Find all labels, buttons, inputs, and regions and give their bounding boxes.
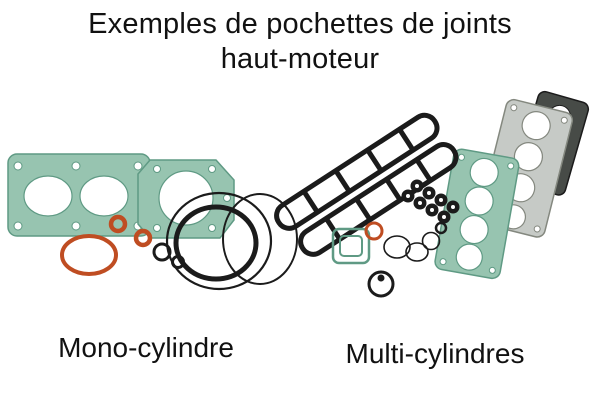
orange-o-rings (108, 214, 153, 248)
grommet-row (401, 179, 460, 224)
multi-cylinder-gasket-set (274, 90, 590, 298)
caption-multi-cylindres: Multi-cylindres (345, 338, 525, 369)
large-o-ring-stack (165, 191, 298, 291)
orange-exhaust-ring (60, 234, 118, 276)
base-gasket (7, 153, 151, 237)
figure-title: Exemples de pochettes de joints haut-mot… (0, 7, 600, 77)
teal-head-gasket (434, 148, 520, 280)
valve-cover-gasket-2 (298, 142, 459, 257)
mono-cylinder-gasket-set (7, 153, 298, 291)
seal-ring-with-dot (367, 270, 395, 298)
figure-title-line1: Exemples de pochettes de joints (88, 8, 512, 40)
small-teal-gasket (331, 227, 371, 265)
caption-mono-cylindre: Mono-cylindre (58, 332, 234, 363)
head-gasket (137, 159, 235, 239)
valve-cover-gasket-1 (274, 112, 440, 231)
small-o-rings (364, 221, 448, 262)
figure-title-line2: haut-moteur (220, 42, 380, 75)
